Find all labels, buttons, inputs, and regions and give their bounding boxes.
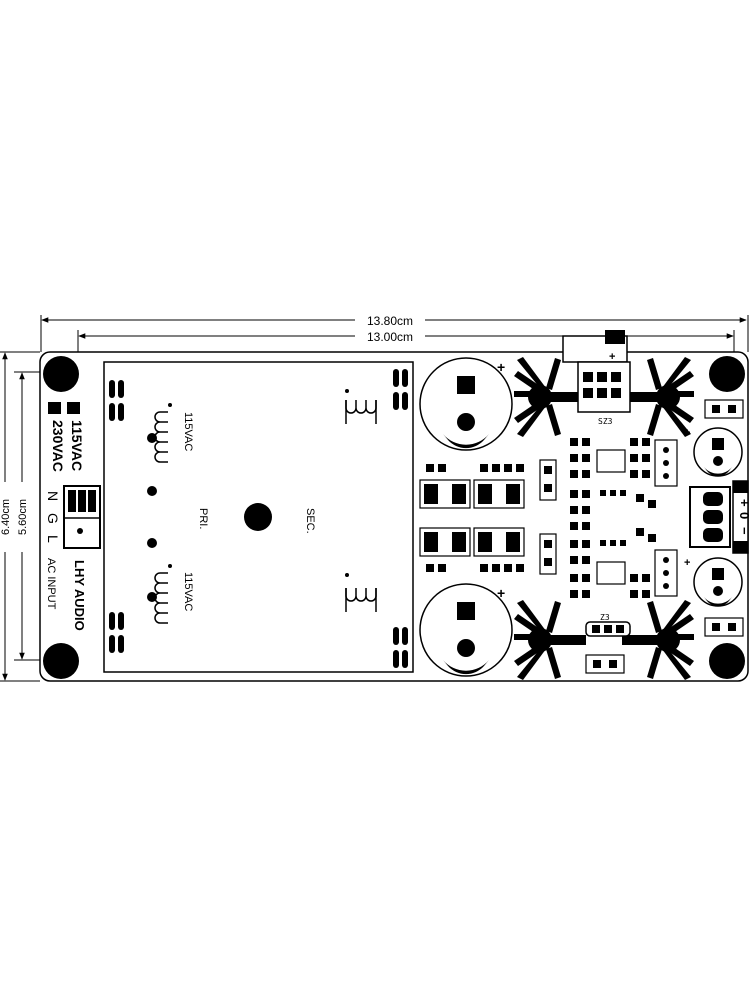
output-terminal (689, 480, 749, 554)
ac-input-terminal (63, 485, 101, 549)
heatsink-bottom-right (622, 600, 694, 680)
terminal-label-g: G (45, 513, 61, 524)
mounting-hole-top-right (709, 356, 745, 392)
output-capacitor-top-polarity: + (684, 427, 690, 439)
ac-input-caption: AC INPUT (45, 558, 57, 610)
regulator-bottom (585, 621, 631, 637)
heatsink-top-left (514, 357, 578, 437)
capacitor-bottom-polarity: + (497, 585, 505, 601)
heatsink-bottom-left (514, 600, 586, 680)
pin-headers (654, 439, 678, 597)
transformer-center-hole (244, 503, 272, 531)
jumper-pads (539, 399, 744, 674)
inner-width-label: 13.00cm (367, 330, 413, 344)
terminal-label-l: L (45, 535, 61, 543)
mounting-hole-bottom-left (43, 643, 79, 679)
ac-terminal-labels: N G L AC INPUT (45, 491, 61, 610)
regulator-bottom-label: Z3 (600, 613, 610, 622)
transformer: 115VAC 115VAC PRI. SEC. (103, 361, 414, 673)
output-minus-label: − (737, 527, 750, 535)
output-zero-label: 0 (737, 512, 750, 519)
heatsink-top-right (630, 357, 694, 437)
ic-packages (596, 449, 626, 585)
output-capacitor-top (693, 427, 743, 477)
rectifier-diodes (419, 464, 525, 572)
capacitor-bottom (419, 583, 513, 677)
terminal-label-n: N (45, 491, 61, 501)
primary-label: PRI. (197, 508, 209, 529)
smd-components (570, 438, 656, 598)
output-plus-label: + (737, 499, 750, 507)
capacitor-top-polarity: + (497, 359, 505, 375)
capacitor-top (419, 357, 513, 451)
regulator-top-label: SZ3 (598, 417, 613, 426)
secondary-label: SEC. (304, 508, 316, 534)
regulator-top (562, 330, 631, 413)
overall-width-label: 13.80cm (367, 314, 413, 328)
output-capacitor-bottom-polarity: + (684, 557, 690, 569)
mounting-hole-bottom-right (709, 643, 745, 679)
inner-height-label: 5.60cm (17, 499, 29, 535)
brand-label: LHY AUDIO (72, 560, 87, 631)
voltage-115-label: 115VAC (69, 420, 85, 471)
voltage-select-area: 115VAC 230VAC (48, 402, 85, 472)
winding-top-label: 115VAC (182, 412, 194, 451)
regulator-top-polarity: + (609, 351, 615, 363)
output-capacitor-bottom (693, 557, 743, 607)
mounting-hole-top-left (43, 356, 79, 392)
voltage-230-label: 230VAC (50, 420, 66, 472)
winding-bottom-label: 115VAC (182, 572, 194, 611)
mounting-holes (43, 356, 745, 679)
overall-height-label: 6.40cm (0, 499, 12, 535)
